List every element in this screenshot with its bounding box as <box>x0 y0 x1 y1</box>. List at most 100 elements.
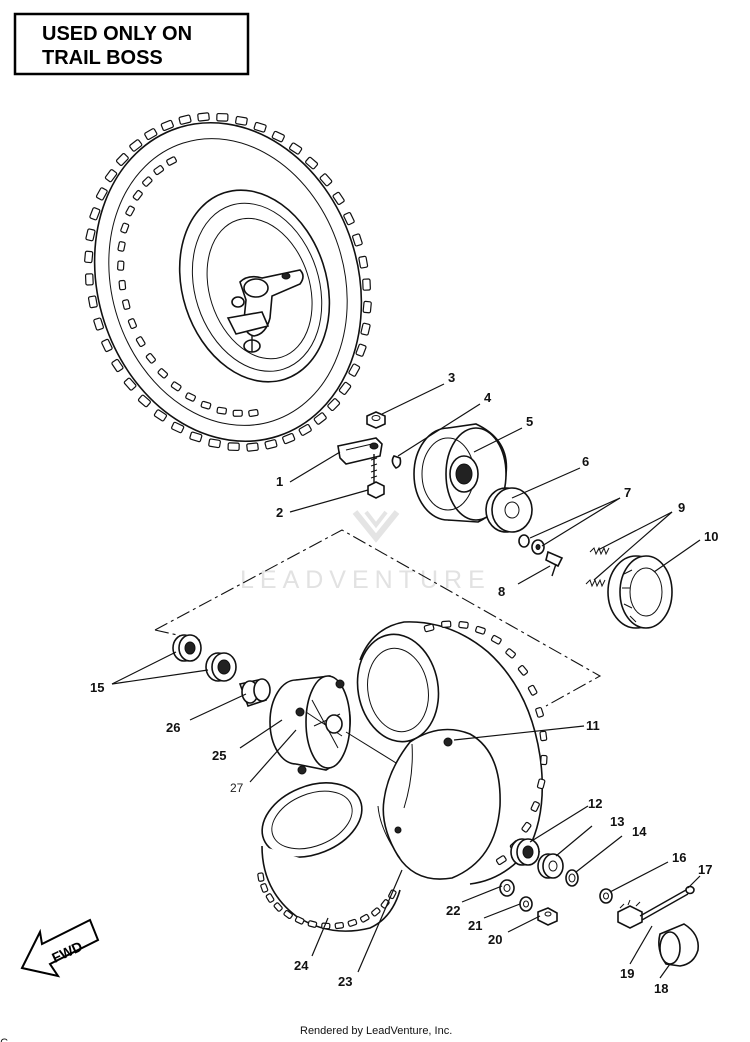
part-8-pin <box>545 550 564 577</box>
part-2-bolt <box>367 454 385 499</box>
tread-lug <box>171 421 185 434</box>
tread-lug <box>298 423 312 436</box>
tread-lug <box>115 153 129 166</box>
tread-lug <box>127 318 137 330</box>
tread-lug <box>117 260 125 271</box>
tread-lug <box>93 317 104 331</box>
callout-25: 25 <box>212 748 226 763</box>
fwd-direction-arrow: FWD <box>20 918 100 978</box>
part-4-clip <box>391 455 402 469</box>
callout-3: 3 <box>448 370 455 385</box>
part-21-washer <box>519 896 533 912</box>
tread-lug <box>84 273 94 286</box>
tread-lug <box>362 300 372 314</box>
callout-12: 12 <box>588 796 602 811</box>
callout-14: 14 <box>632 824 647 839</box>
callout-4: 4 <box>484 390 492 405</box>
callout-2: 2 <box>276 505 283 520</box>
banner-line-2: TRAIL BOSS <box>42 47 163 69</box>
tread-lug <box>153 409 168 422</box>
callout-8: 8 <box>498 584 505 599</box>
tread-lug <box>362 278 371 291</box>
tread-lug <box>142 176 153 187</box>
page-marker: 3C <box>0 1037 8 1042</box>
tread-lug <box>200 400 212 410</box>
callout-23: 23 <box>338 974 352 989</box>
tread-lug <box>539 730 548 742</box>
tread-lug <box>338 381 352 395</box>
tread-lug <box>334 921 345 930</box>
tread-lug <box>118 279 127 291</box>
tread-lug <box>153 165 165 176</box>
tread-lug <box>84 250 94 264</box>
tread-lug <box>305 156 319 170</box>
tread-lug <box>178 114 192 125</box>
tread-lug <box>332 191 345 206</box>
tread-lug <box>495 855 507 866</box>
tread-lug <box>536 778 546 790</box>
tread-lug <box>208 438 221 449</box>
part-6-spacer <box>485 487 533 533</box>
callout-17: 17 <box>698 862 712 877</box>
tread-lug <box>145 352 156 364</box>
tread-lug <box>170 381 182 392</box>
callout-7: 7 <box>624 485 631 500</box>
callout-18: 18 <box>654 981 668 996</box>
tread-lug <box>216 406 228 415</box>
render-credit: Rendered by LeadVenture, Inc. <box>300 1025 452 1037</box>
tread-lug <box>343 211 355 226</box>
tread-lug <box>360 322 371 336</box>
part-3-nut <box>366 411 386 429</box>
tread-lug <box>535 706 544 718</box>
tread-lug <box>185 392 197 402</box>
leader-lines <box>111 383 701 979</box>
tread-lug <box>264 439 278 450</box>
upper-tire <box>84 112 372 452</box>
lower-tire-inner <box>257 782 401 932</box>
tread-lug <box>260 883 269 893</box>
part-23-wheel-rim <box>377 728 501 880</box>
tread-lug <box>227 442 240 452</box>
callout-6: 6 <box>582 454 589 469</box>
tread-lug <box>160 119 174 132</box>
part-1-brake-bracket <box>337 437 383 465</box>
callout-labels: 1 2 3 4 5 6 7 8 9 10 11 12 13 14 15 16 1… <box>90 370 718 996</box>
tread-lug <box>540 754 548 766</box>
part-22-washer <box>499 879 515 897</box>
callout-21: 21 <box>468 918 482 933</box>
callout-24: 24 <box>294 958 309 973</box>
tread-lug <box>352 233 363 247</box>
upper-tire-tread <box>84 112 372 452</box>
part-15-bearings <box>172 634 237 682</box>
tread-lug <box>101 338 113 353</box>
upper-wheel-assembly <box>84 112 372 452</box>
tread-lug <box>144 128 158 141</box>
tread-lug <box>294 916 305 925</box>
callout-27: 27 <box>230 781 244 795</box>
tread-lug <box>348 363 361 377</box>
tread-lug <box>166 156 177 166</box>
tread-lug <box>197 112 210 122</box>
part-16-washer <box>599 888 613 904</box>
tread-lug <box>458 621 469 629</box>
tread-lug <box>189 431 203 443</box>
tread-lug <box>530 801 540 812</box>
tread-lug <box>359 913 370 923</box>
tread-lug <box>355 343 367 357</box>
part-17-cotter-pin <box>639 885 695 921</box>
tread-lug <box>490 634 502 645</box>
part-25-hub <box>269 675 351 775</box>
tread-lug <box>313 412 327 425</box>
tread-lug <box>307 920 318 928</box>
tread-lug <box>235 115 248 126</box>
tread-lug <box>246 442 259 452</box>
tread-lug <box>232 409 243 417</box>
tread-lug <box>327 398 341 412</box>
tread-lug <box>104 169 118 183</box>
tread-lug <box>253 121 267 133</box>
tread-lug <box>87 295 98 309</box>
callout-10: 10 <box>704 529 718 544</box>
tread-lug <box>358 255 369 269</box>
lower-tire-tread-outer <box>423 620 548 866</box>
